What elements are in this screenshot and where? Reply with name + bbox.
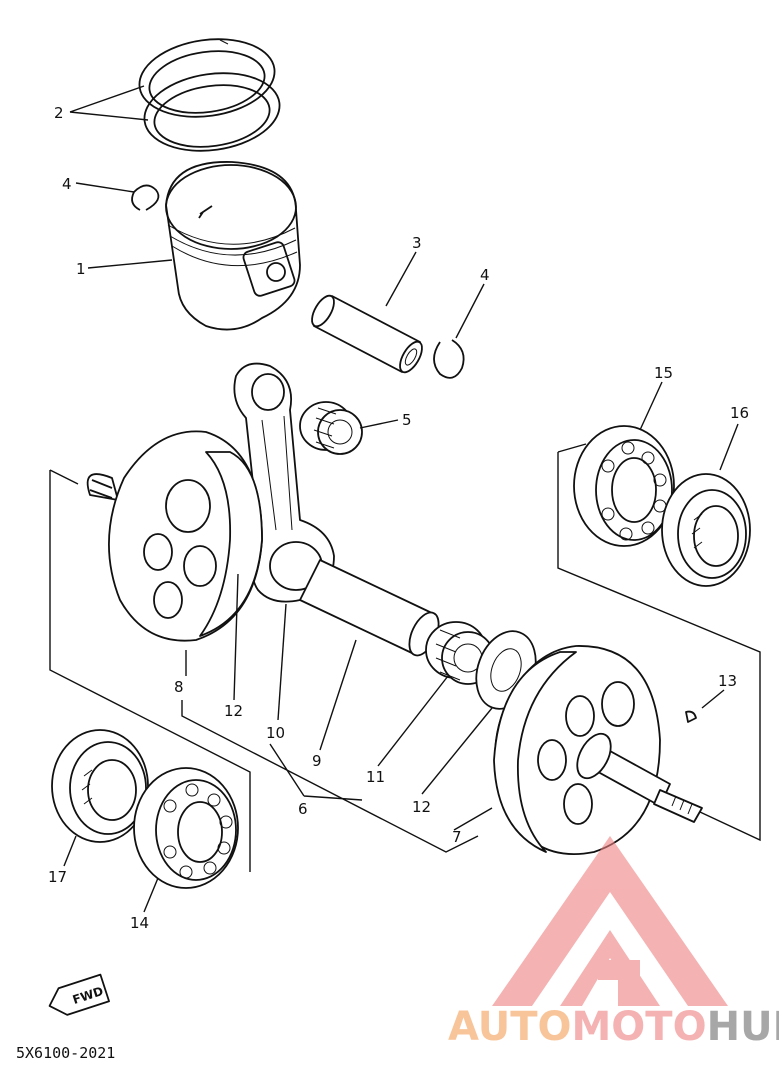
callout-2: 2 <box>54 104 64 122</box>
callout-6: 6 <box>298 800 308 818</box>
piston-pin <box>311 294 423 374</box>
circlip-right <box>433 339 465 379</box>
diagram-code: 5X6100-2021 <box>16 1044 115 1062</box>
callout-14: 16 <box>730 404 749 422</box>
callout-11: 11 <box>366 768 385 786</box>
callout-7: 7 <box>452 828 462 846</box>
callout-9: 9 <box>312 752 322 770</box>
bearing-16 <box>133 767 239 889</box>
callout-4-left: 4 <box>62 175 72 193</box>
callout-5: 5 <box>402 411 412 429</box>
automotohub-logo: AUTOMOTOHUB <box>448 836 779 1050</box>
crank-half-right <box>493 645 703 856</box>
small-end-bearing <box>299 401 363 455</box>
oil-seal-17 <box>51 729 149 843</box>
piston-rings <box>138 38 281 152</box>
crank-pin <box>299 559 440 657</box>
callout-10: 10 <box>266 724 285 742</box>
bearing-13 <box>573 425 675 547</box>
assembly-bracket-lines <box>49 443 761 872</box>
logo-text: AUTOMOTOHUB <box>448 1004 779 1050</box>
crank-half-left <box>86 430 263 642</box>
logo-moto: MOTO <box>572 1004 707 1050</box>
fwd-arrow: FWD <box>48 973 110 1016</box>
callout-1: 1 <box>76 260 86 278</box>
callout-15: 13 <box>718 672 737 690</box>
leader-lines <box>63 85 739 913</box>
callout-12-left: 12 <box>224 702 243 720</box>
logo-hub: HUB <box>707 1004 779 1050</box>
piston <box>165 161 301 331</box>
callout-8: 8 <box>174 678 184 696</box>
callout-12-right: 12 <box>412 798 431 816</box>
callout-13: 15 <box>654 364 673 382</box>
callout-17: 17 <box>48 868 67 886</box>
circlip-left <box>131 184 160 211</box>
woodruff-key <box>685 710 697 723</box>
callout-3: 3 <box>412 234 422 252</box>
logo-auto: AUTO <box>448 1004 572 1050</box>
callout-labels: 2 4 1 3 4 5 15 16 8 12 10 9 11 12 6 7 13… <box>48 104 749 932</box>
oil-seal-14 <box>661 473 751 587</box>
callout-16: 14 <box>130 914 149 932</box>
callout-4-right: 4 <box>480 266 490 284</box>
